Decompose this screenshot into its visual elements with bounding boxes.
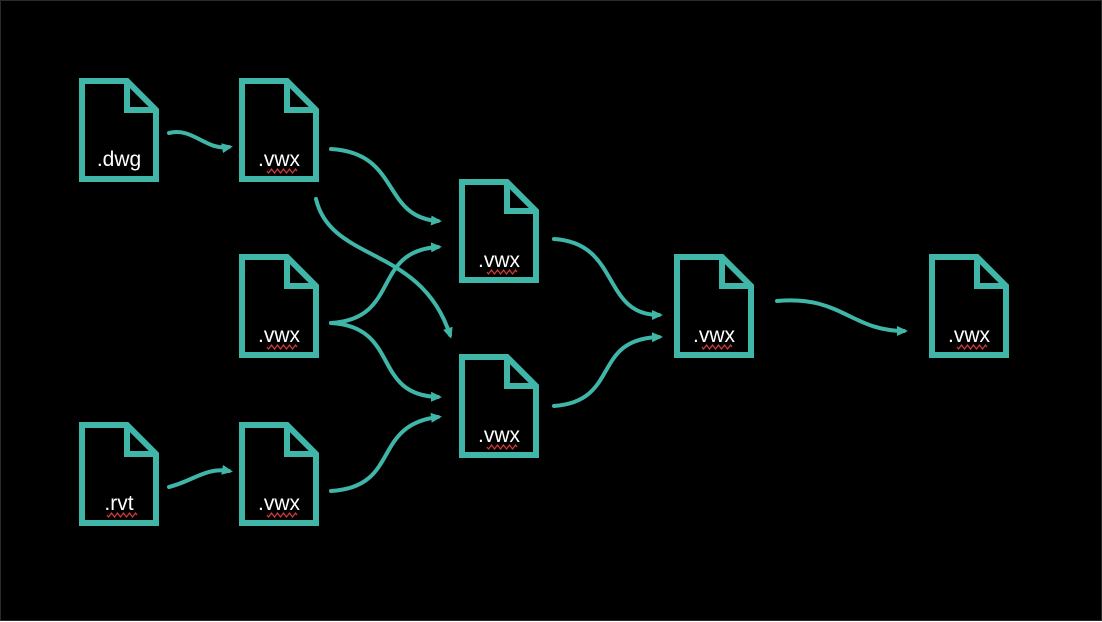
file-node-f9: .vwx	[929, 254, 1009, 358]
files-layer: .dwg .rvt .vwx .vwx .vwx .vwx .vwx .vwx .vwx	[79, 78, 1009, 526]
arrow-f1-f3	[167, 130, 233, 154]
file-extension-label: .rvt	[104, 492, 133, 515]
spellcheck-underline	[701, 344, 733, 350]
file-icon	[239, 78, 319, 182]
file-icon	[239, 422, 319, 526]
file-icon	[459, 179, 539, 283]
file-fold-corner	[284, 81, 316, 113]
file-fold-corner	[504, 182, 536, 214]
file-node-f8: .vwx	[674, 254, 754, 358]
file-extension-label: .dwg	[97, 148, 141, 171]
file-extension-label: .vwx	[478, 424, 521, 447]
file-extension-label: .vwx	[948, 324, 991, 347]
connections-layer	[167, 130, 908, 493]
arrow-f4-f7	[329, 321, 442, 402]
file-fold-corner	[974, 257, 1006, 289]
arrow-f7-f8	[552, 332, 663, 408]
file-fold-corner	[504, 357, 536, 389]
spellcheck-underline	[956, 344, 988, 350]
file-node-f4: .vwx	[239, 254, 319, 358]
file-node-f2: .rvt	[79, 422, 159, 526]
file-icon	[929, 254, 1009, 358]
file-fold-corner	[124, 81, 156, 113]
arrow-f5-f7	[329, 412, 442, 493]
file-extension-label: .vwx	[258, 324, 301, 347]
arrow-f6-f8	[552, 237, 663, 320]
file-node-f7: .vwx	[459, 354, 539, 458]
file-icon	[459, 354, 539, 458]
spellcheck-underline	[106, 512, 138, 518]
spellcheck-underline	[486, 444, 518, 450]
arrow-f4-f6	[329, 242, 442, 325]
file-icon	[239, 254, 319, 358]
spellcheck-underline	[266, 168, 298, 174]
file-fold-corner	[284, 425, 316, 457]
file-extension-label: .vwx	[258, 148, 301, 171]
file-node-f6: .vwx	[459, 179, 539, 283]
arrow-f2-f5	[167, 464, 233, 489]
file-icon	[79, 422, 159, 526]
file-node-f3: .vwx	[239, 78, 319, 182]
file-extension-label: .vwx	[478, 249, 521, 272]
file-fold-corner	[719, 257, 751, 289]
arrow-f3-f6	[329, 147, 442, 226]
file-node-f1: .dwg	[79, 78, 159, 182]
file-extension-label: .vwx	[693, 324, 736, 347]
arrow-f8-f9	[775, 298, 908, 336]
spellcheck-underline	[266, 512, 298, 518]
file-fold-corner	[124, 425, 156, 457]
file-icon	[674, 254, 754, 358]
file-node-f5: .vwx	[239, 422, 319, 526]
file-fold-corner	[284, 257, 316, 289]
file-icon	[79, 78, 159, 182]
file-extension-label: .vwx	[258, 492, 301, 515]
spellcheck-underline	[486, 269, 518, 275]
arrow-f3-f7	[314, 197, 453, 339]
spellcheck-underline	[266, 344, 298, 350]
